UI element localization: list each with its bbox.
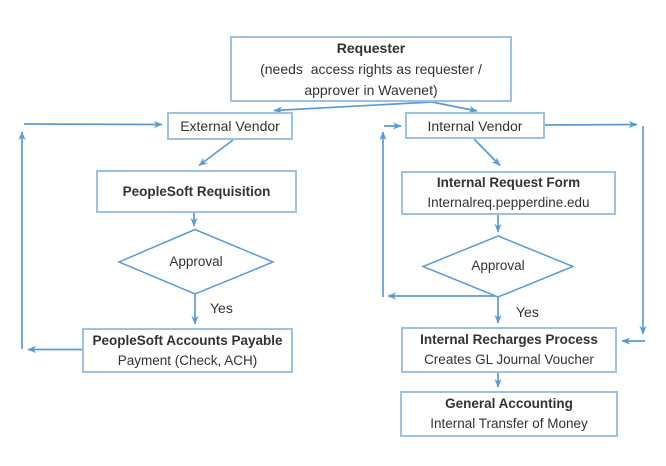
- internal-vendor-label: Internal Vendor: [427, 117, 523, 134]
- approval-external-diamond: [117, 228, 275, 295]
- general-accounting-title: General Accounting: [445, 396, 573, 411]
- node-internal-recharges: Internal Recharges Process Creates GL Jo…: [401, 327, 617, 373]
- internal-recharges-title: Internal Recharges Process: [420, 332, 598, 347]
- accounts-payable-title: PeopleSoft Accounts Payable: [92, 332, 283, 348]
- node-internal-request-form: Internal Request Form Internalreq.pepper…: [401, 171, 616, 215]
- internal-recharges-subtitle: Creates GL Journal Voucher: [424, 352, 594, 367]
- general-accounting-subtitle: Internal Transfer of Money: [430, 416, 588, 431]
- internal-yes-label: Yes: [516, 304, 539, 320]
- edge-requester-to-external: [273, 101, 433, 114]
- edge-requester-to-internal: [431, 101, 478, 113]
- external-yes-label: Yes: [210, 300, 233, 316]
- internal-request-form-url: Internalreq.pepperdine.edu: [427, 195, 590, 210]
- approval-internal-diamond: [421, 235, 575, 298]
- node-external-vendor: External Vendor: [167, 112, 293, 140]
- accounts-payable-subtitle: Payment (Check, ACH): [117, 352, 258, 368]
- edge-loop-left-top: [23, 120, 163, 129]
- requester-title: Requester: [336, 39, 406, 56]
- peoplesoft-requisition-label: PeopleSoft Requisition: [122, 183, 271, 199]
- node-general-accounting: General Accounting Internal Transfer of …: [400, 391, 618, 437]
- requester-subtitle-line1: (needs access rights as requester /: [260, 60, 482, 77]
- edge-internal-to-requestform: [473, 138, 501, 167]
- internal-request-form-title: Internal Request Form: [436, 175, 581, 190]
- edge-external-to-requisition: [198, 139, 234, 167]
- node-peoplesoft-requisition: PeopleSoft Requisition: [96, 170, 297, 213]
- requester-subtitle-line2: approver in Wavenet): [304, 81, 438, 98]
- node-accounts-payable: PeopleSoft Accounts Payable Payment (Che…: [82, 328, 293, 373]
- edge-loop-right-top: [544, 120, 638, 129]
- node-requester: Requester (needs access rights as reques…: [230, 36, 512, 102]
- node-internal-vendor: Internal Vendor: [405, 112, 545, 139]
- approval-internal-label: Approval: [471, 258, 525, 273]
- approval-external-label: Approval: [169, 254, 223, 269]
- external-vendor-label: External Vendor: [180, 118, 280, 134]
